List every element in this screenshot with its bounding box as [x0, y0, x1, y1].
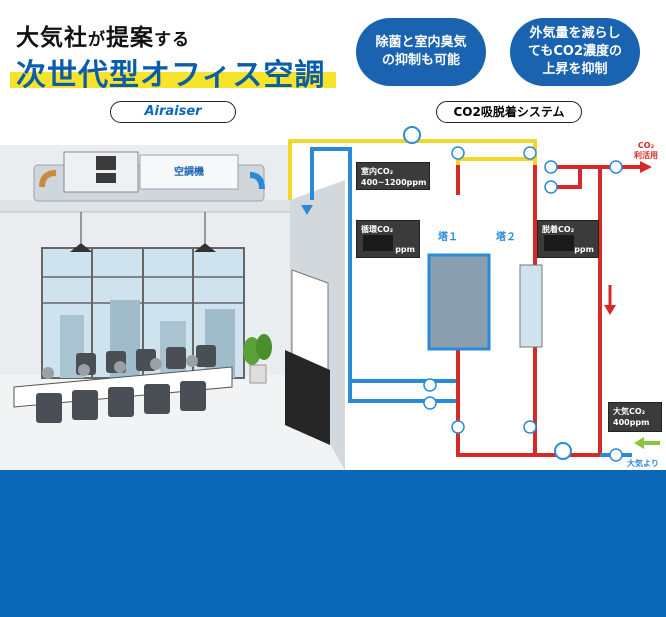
- company-name: 大気社: [16, 25, 88, 51]
- meeting-table: [13, 345, 233, 423]
- system-label-pill: CO2吸脱着システム: [436, 101, 582, 123]
- co2-utilization-line2: 利活用: [634, 151, 658, 160]
- headline-top: 大気社が提案する: [16, 18, 190, 52]
- sensor-atmosphere-title: 大気CO₂: [613, 407, 646, 416]
- tower-2: [519, 264, 543, 348]
- co2-utilization-line1: CO₂: [637, 141, 655, 150]
- pendant-lamp-right: [194, 243, 216, 252]
- sensor-desorb-title: 脱着CO₂: [542, 225, 575, 234]
- headline-particle-suru: する: [154, 30, 190, 50]
- product-label-pill: Airaiser: [110, 101, 236, 123]
- sensor-circulation-unit: ppm: [395, 245, 415, 254]
- headline-word-propose: 提案: [106, 25, 154, 51]
- headline-main: 次世代型オフィス空調: [10, 50, 336, 93]
- cabinet: [285, 350, 330, 445]
- tower-2-label: 塔２: [496, 230, 516, 243]
- sensor-room-co2: 室内CO₂ 400~1200ppm: [356, 162, 430, 190]
- from-atmosphere-label: 大気より: [627, 459, 659, 468]
- airflow-down-arrow: [301, 205, 313, 215]
- air-conditioner-label: 空調機: [174, 165, 204, 178]
- tower-1: [427, 253, 491, 351]
- sensor-circulation-co2: 循環CO₂ ppm: [356, 220, 420, 258]
- product-name: Airaiser: [144, 104, 202, 119]
- headline-particle-ga: が: [88, 30, 106, 50]
- bottom-band: [0, 470, 666, 617]
- blue-return-pipe: [310, 147, 430, 403]
- sensor-room-value: 400~1200ppm: [361, 178, 427, 187]
- valves: [423, 146, 623, 462]
- sensor-circulation-title: 循環CO₂: [361, 225, 394, 234]
- system-illustration: 空調機: [0, 126, 660, 470]
- headline-main-text: 次世代型オフィス空調: [16, 58, 326, 93]
- feature-bubble-co2-reduction: 外気量を減らし てもCO2濃度の 上昇を抑制: [510, 18, 640, 86]
- outside-air-arrow: [634, 437, 644, 449]
- sensor-atmosphere-value: 400ppm: [613, 418, 650, 427]
- down-flow-arrow: [604, 305, 616, 315]
- tower-1-label: 塔１: [438, 230, 458, 243]
- blower-top-icon: [403, 126, 421, 144]
- sensor-room-title: 室内CO₂: [361, 167, 394, 176]
- sensor-desorb-co2: 脱着CO₂ ppm: [537, 220, 599, 258]
- pendant-lamp-left: [70, 243, 92, 252]
- sensor-atmosphere-co2: 大気CO₂ 400ppm: [608, 402, 662, 432]
- headline-highlight: [10, 72, 336, 88]
- air-conditioner-unit: 空調機: [33, 151, 265, 202]
- blower-bottom-icon: [554, 442, 572, 460]
- co2-output-arrow: [640, 161, 652, 173]
- feature-bubble-sterilization: 除菌と室内臭気 の抑制も可能: [356, 18, 486, 86]
- potted-plant: [243, 334, 272, 384]
- sensor-desorb-unit: ppm: [574, 245, 594, 254]
